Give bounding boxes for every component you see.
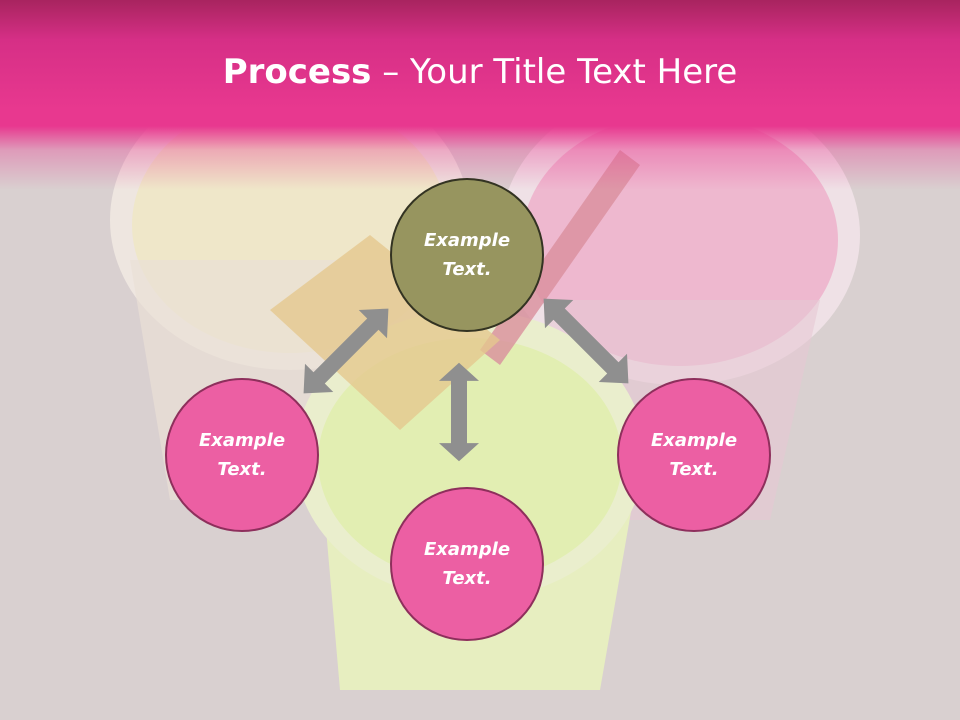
double-arrow-icon <box>289 294 403 408</box>
node-left-text: Example Text. <box>198 430 286 480</box>
page-title: Process – Your Title Text Here <box>0 52 960 92</box>
title-strong: Process <box>222 52 372 92</box>
node-bottom[interactable]: Example Text. <box>390 487 544 641</box>
node-left[interactable]: Example Text. <box>165 378 319 532</box>
node-bottom-text: Example Text. <box>423 539 511 589</box>
node-top[interactable]: Example Text. <box>390 178 544 332</box>
node-top-text: Example Text. <box>423 230 511 280</box>
double-arrow-icon <box>529 284 643 398</box>
node-right[interactable]: Example Text. <box>617 378 771 532</box>
header-band <box>0 0 960 190</box>
title-rest: – Your Title Text Here <box>371 52 738 92</box>
node-right-text: Example Text. <box>650 430 738 480</box>
double-arrow-icon <box>439 362 479 462</box>
